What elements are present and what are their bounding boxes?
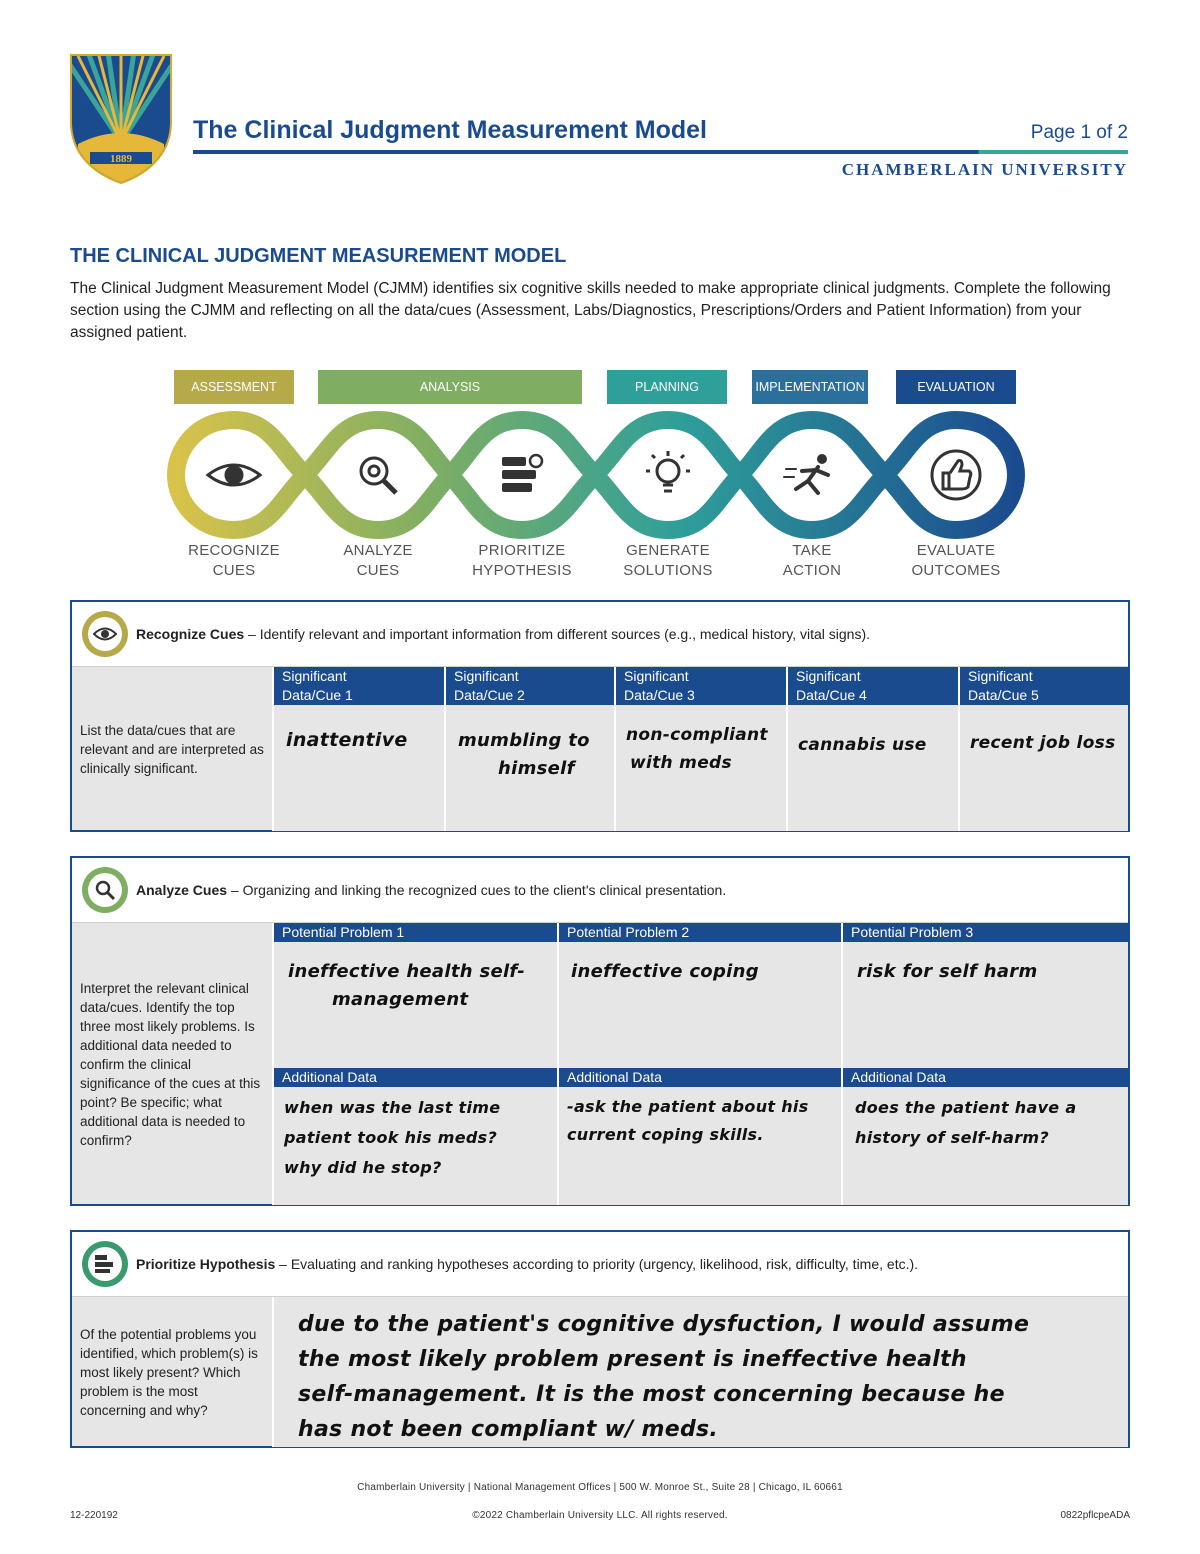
prioritize-hypothesis-header: Prioritize Hypothesis – Evaluating and r… [72, 1232, 1128, 1296]
problem-column-1: Potential Problem 1 ineffective health s… [272, 923, 557, 1205]
problem-header-2: Potential Problem 2 [559, 923, 841, 942]
prioritize-prompt: Of the potential problems you identified… [80, 1326, 258, 1418]
prioritize-answer-area[interactable]: due to the patient's cognitive dysfuctio… [272, 1297, 1128, 1447]
prioritize-hypothesis-description: Prioritize Hypothesis – Evaluating and r… [136, 1256, 919, 1272]
eye-icon [93, 627, 117, 641]
list-priority-icon [502, 453, 544, 492]
page-number: Page 1 of 2 [1030, 122, 1128, 143]
eye-icon [205, 463, 263, 487]
problem-column-2: Potential Problem 2 ineffective coping A… [557, 923, 841, 1205]
analyze-cues-section: Analyze Cues – Organizing and linking th… [70, 856, 1130, 1206]
footer-copyright: ©2022 Chamberlain University LLC. All ri… [472, 1510, 728, 1521]
problem-answer-2[interactable]: ineffective coping [571, 961, 759, 982]
analyze-cues-description: Analyze Cues – Organizing and linking th… [136, 882, 727, 898]
footer-address: Chamberlain University | National Manage… [357, 1482, 843, 1493]
crest-year: 1889 [110, 153, 133, 165]
recognize-cues-grid: List the data/cues that are relevant and… [72, 666, 1128, 831]
additional-data-header-1: Additional Data [274, 1068, 557, 1087]
cjmm-diagram: ASSESSMENT ANALYSIS PLANNING IMPLEMENTAT… [160, 365, 1040, 585]
running-person-icon [783, 454, 830, 495]
problem-column-3: Potential Problem 3 risk for self harm A… [841, 923, 1128, 1205]
cue-answer-1[interactable]: inattentive [286, 729, 408, 751]
university-crest-logo: 1889 [70, 54, 172, 184]
footer-form-code: 0822pflcpeADA [1060, 1510, 1131, 1521]
phase-planning: PLANNING [607, 370, 727, 404]
phase-analysis: ANALYSIS [318, 370, 582, 404]
header-divider [193, 150, 1128, 154]
phase-assessment: ASSESSMENT [174, 370, 294, 404]
prioritize-answer[interactable]: due to the patient's cognitive dysfuctio… [298, 1312, 1030, 1442]
infinity-chain [166, 410, 1026, 540]
section-heading: THE CLINICAL JUDGMENT MEASUREMENT MODEL [70, 245, 567, 267]
gear-magnifier-icon [359, 456, 398, 495]
analyze-prompt: Interpret the relevant clinical data/cue… [80, 980, 261, 1148]
recognize-badge [82, 611, 128, 657]
intro-paragraph: The Clinical Judgment Measurement Model … [70, 280, 1111, 341]
recognize-cues-description: Recognize Cues – Identify relevant and i… [136, 626, 871, 642]
prioritize-badge [82, 1241, 128, 1287]
lightbulb-icon [646, 451, 690, 493]
gear-magnifier-icon [95, 880, 116, 901]
cue-answer-4[interactable]: cannabis use [798, 735, 927, 755]
problem-header-3: Potential Problem 3 [843, 923, 1128, 942]
analyze-badge [82, 867, 128, 913]
document-title: The Clinical Judgment Measurement Model [193, 116, 707, 144]
list-priority-icon [95, 1255, 113, 1273]
analyze-cues-header: Analyze Cues – Organizing and linking th… [72, 858, 1128, 922]
problem-header-1: Potential Problem 1 [274, 923, 557, 942]
recognize-cues-header: Recognize Cues – Identify relevant and i… [72, 602, 1128, 666]
recognize-prompt: List the data/cues that are relevant and… [80, 722, 264, 776]
thumbs-up-icon [930, 449, 982, 501]
additional-data-header-3: Additional Data [843, 1068, 1128, 1087]
prioritize-hypothesis-section: Prioritize Hypothesis – Evaluating and r… [70, 1230, 1130, 1448]
phase-evaluation: EVALUATION [896, 370, 1016, 404]
analyze-cues-grid: Interpret the relevant clinical data/cue… [72, 922, 1128, 1205]
university-wordmark: CHAMBERLAIN UNIVERSITY [841, 160, 1128, 179]
problem-answer-1[interactable]: ineffective health self-management [288, 961, 526, 1010]
additional-data-header-2: Additional Data [559, 1068, 841, 1087]
recognize-cues-section: Recognize Cues – Identify relevant and i… [70, 600, 1130, 832]
cue-answer-5[interactable]: recent job loss [970, 733, 1116, 753]
problem-answer-3[interactable]: risk for self harm [857, 961, 1038, 982]
prioritize-grid: Of the potential problems you identified… [72, 1296, 1128, 1447]
phase-implementation: IMPLEMENTATION [752, 370, 868, 404]
footer-doc-code: 12-220192 [70, 1510, 118, 1521]
